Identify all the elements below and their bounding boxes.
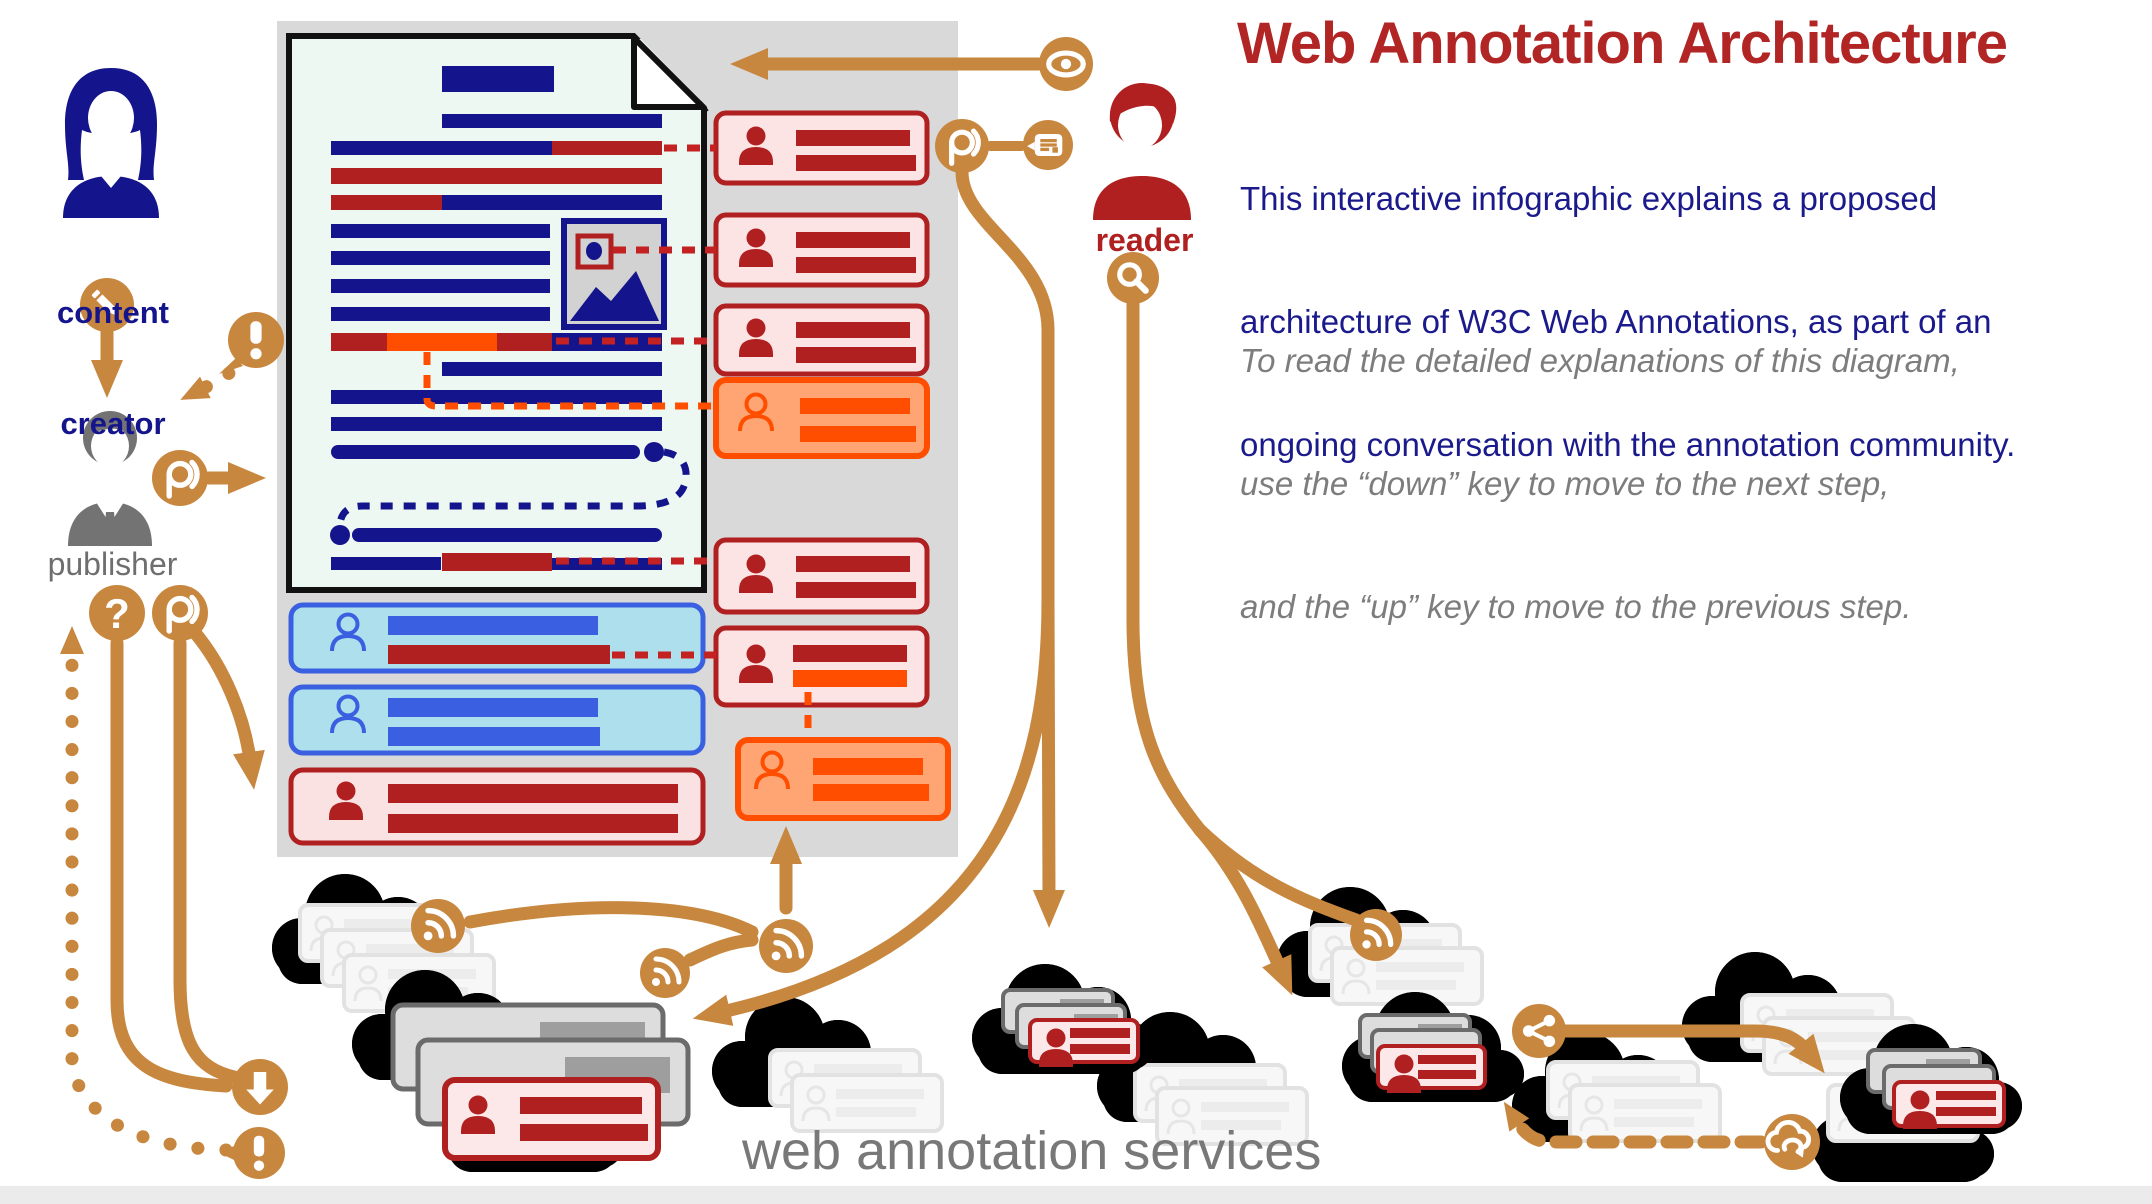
page-bottom-strip bbox=[0, 1186, 2152, 1204]
feed-icon[interactable] bbox=[411, 899, 465, 953]
services-label: web annotation services bbox=[742, 1121, 1322, 1181]
flow-sync bbox=[1503, 1101, 1768, 1149]
alert-icon[interactable] bbox=[220, 1127, 285, 1179]
instruction-line: To read the detailed explanations of thi… bbox=[1240, 342, 1960, 379]
content-creator-figure[interactable] bbox=[63, 68, 159, 218]
feed-icon[interactable] bbox=[640, 948, 690, 998]
content-creator-label: content creator bbox=[57, 295, 169, 441]
eye-icon[interactable] bbox=[1039, 37, 1093, 91]
annotation-card[interactable] bbox=[713, 110, 930, 186]
service-cloud-main[interactable] bbox=[352, 970, 691, 1161]
annotation-card-active[interactable] bbox=[713, 377, 930, 459]
flow-post-to-row bbox=[189, 627, 265, 790]
flow-notify-publisher bbox=[60, 626, 233, 1157]
highlight-span-3[interactable] bbox=[331, 195, 442, 210]
schema-row-blue[interactable] bbox=[288, 602, 706, 674]
annotation-connectors bbox=[423, 144, 812, 736]
cloud-sync-icon[interactable] bbox=[1764, 1114, 1820, 1170]
download-icon[interactable] bbox=[232, 1059, 288, 1115]
question-icon[interactable]: ? bbox=[89, 585, 145, 641]
publisher-label: publisher bbox=[47, 546, 178, 582]
pending-annotation-bar bbox=[793, 670, 907, 687]
stored-annotation-card[interactable] bbox=[1892, 1080, 2006, 1129]
alert-icon[interactable] bbox=[219, 312, 284, 374]
instruction-line: and the “up” key to move to the previous… bbox=[1240, 588, 1912, 625]
flow-lines bbox=[91, 48, 1825, 1093]
annotation-card[interactable] bbox=[713, 625, 930, 708]
intro-line: This interactive infographic explains a … bbox=[1240, 180, 1938, 217]
schema-row-red[interactable] bbox=[288, 767, 706, 846]
feed-link-1 bbox=[463, 901, 759, 939]
annotation-cards bbox=[713, 110, 951, 821]
flow-icons: ? bbox=[80, 37, 1820, 1179]
image-region-highlight[interactable] bbox=[575, 233, 614, 270]
highlight-span-2[interactable] bbox=[331, 168, 662, 184]
page-corner-cut bbox=[630, 28, 712, 112]
flow-to-feed bbox=[1193, 823, 1363, 927]
instructions-paragraph: To read the detailed explanations of thi… bbox=[1240, 258, 1960, 668]
highlight-span-1[interactable] bbox=[552, 141, 662, 155]
reader-label: reader bbox=[1095, 222, 1194, 258]
highlight-span-4[interactable] bbox=[331, 333, 387, 351]
annotation-pin-icon[interactable] bbox=[152, 585, 208, 641]
schema-row-blue[interactable] bbox=[288, 684, 706, 756]
highlight-span-active[interactable] bbox=[387, 333, 497, 351]
service-cloud-right[interactable] bbox=[1342, 992, 1524, 1102]
doc-image-block[interactable] bbox=[561, 218, 667, 330]
intro-line: architecture of W3C Web Annotations, as … bbox=[1240, 303, 1992, 340]
highlight-span-5[interactable] bbox=[442, 553, 552, 571]
instruction-line: use the “down” key to move to the next s… bbox=[1240, 465, 1890, 502]
feed-link-2 bbox=[683, 933, 759, 967]
svg-text:?: ? bbox=[104, 590, 130, 637]
pencil-icon[interactable] bbox=[80, 278, 134, 332]
text-selection-path bbox=[336, 448, 690, 525]
annotation-card[interactable] bbox=[713, 303, 930, 377]
page-fold bbox=[631, 35, 706, 110]
annotation-card-draft[interactable] bbox=[735, 737, 951, 821]
actors bbox=[63, 68, 1191, 546]
flow-query bbox=[110, 636, 233, 1093]
flow-share bbox=[1558, 1024, 1825, 1074]
intro-line: ongoing conversation with the annotation… bbox=[1240, 426, 2016, 463]
stored-annotation-card[interactable] bbox=[1376, 1044, 1487, 1093]
publisher-figure[interactable] bbox=[68, 411, 152, 546]
flow-to-right-cloud bbox=[1193, 823, 1293, 996]
page-title: Web Annotation Architecture bbox=[1237, 11, 2008, 76]
doc-title-bar bbox=[442, 66, 554, 92]
selection-anchor-end[interactable] bbox=[330, 525, 350, 545]
annotation-card[interactable] bbox=[713, 537, 930, 615]
annotation-pin-icon[interactable] bbox=[935, 119, 989, 173]
search-icon[interactable] bbox=[1107, 252, 1159, 304]
service-cloud-far-right[interactable] bbox=[1840, 1024, 2022, 1134]
stored-annotation-card[interactable] bbox=[1028, 1018, 1140, 1067]
intro-paragraph: This interactive infographic explains a … bbox=[1240, 96, 2015, 506]
selection-anchor-start[interactable] bbox=[644, 442, 664, 462]
annotation-pin-icon[interactable] bbox=[152, 450, 208, 506]
share-icon[interactable] bbox=[1512, 1004, 1566, 1058]
annotation-card[interactable] bbox=[713, 212, 930, 288]
image-mountain bbox=[570, 271, 659, 321]
notes-icon[interactable] bbox=[1023, 120, 1073, 170]
structured-annotation-rows bbox=[288, 602, 706, 846]
flow-post bbox=[173, 636, 241, 1084]
annotation-service-clouds bbox=[352, 964, 2022, 1161]
stored-annotation-card[interactable] bbox=[442, 1077, 661, 1161]
feed-icon[interactable] bbox=[759, 919, 813, 973]
linked-highlight-bar bbox=[388, 645, 610, 664]
reader-figure[interactable] bbox=[1093, 83, 1191, 220]
flow-to-middle-cloud bbox=[1032, 593, 1065, 928]
service-cloud-middle[interactable] bbox=[972, 964, 1154, 1074]
feed-icon[interactable] bbox=[1350, 909, 1402, 961]
